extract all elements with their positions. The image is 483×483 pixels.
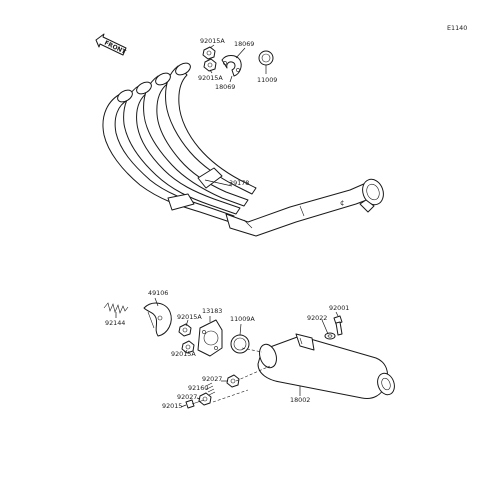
nut-92015A-c xyxy=(178,323,192,337)
label-92027-b: 92027 xyxy=(177,393,197,401)
label-92015A-a: 92015A xyxy=(200,37,225,45)
label-39178: 39178 xyxy=(229,179,249,187)
spring-92160 xyxy=(205,382,216,396)
label-92160: 92160 xyxy=(188,384,208,392)
holder-18069 xyxy=(221,55,242,77)
diagram-code: E1140 xyxy=(447,24,467,32)
nut-92015A-d xyxy=(181,340,195,354)
svg-text:¢: ¢ xyxy=(340,199,344,207)
front-arrow-icon: FRONT xyxy=(95,33,128,57)
spring-92144 xyxy=(103,302,129,314)
bolt-92015 xyxy=(185,399,205,409)
label-92001: 92001 xyxy=(329,304,349,312)
gasket-11009 xyxy=(258,50,274,66)
flange-13183 xyxy=(197,319,223,357)
bolt-92001 xyxy=(333,315,343,336)
label-92015A-b: 92015A xyxy=(198,74,223,82)
label-92015A-d: 92015A xyxy=(171,350,196,358)
washer-92022 xyxy=(324,332,336,340)
label-18002: 18002 xyxy=(290,396,310,404)
leader-lines xyxy=(115,44,339,408)
label-92144: 92144 xyxy=(105,319,125,327)
front-label: FRONT xyxy=(103,40,127,57)
label-11009: 11009 xyxy=(257,76,277,84)
label-18069-b: 18069 xyxy=(215,83,235,91)
gasket-11009A xyxy=(230,334,250,354)
label-92027-a: 92027 xyxy=(202,375,222,383)
nut-92015A-top xyxy=(202,46,216,60)
muffler-18002 xyxy=(257,333,395,399)
label-13183: 13183 xyxy=(202,307,222,315)
label-92015: 92015 xyxy=(162,402,182,410)
label-92015A-c: 92015A xyxy=(177,313,202,321)
nut-92015A-lower xyxy=(203,58,217,72)
nut-92027-a xyxy=(226,374,240,388)
label-18069-a: 18069 xyxy=(234,40,254,48)
label-11009A: 11009A xyxy=(230,315,255,323)
nut-92027-b xyxy=(198,392,212,406)
label-49106: 49106 xyxy=(148,289,168,297)
exhaust-header-pipes: ¢ xyxy=(102,62,384,237)
label-92022: 92022 xyxy=(307,314,327,322)
holder-49106 xyxy=(143,302,172,337)
